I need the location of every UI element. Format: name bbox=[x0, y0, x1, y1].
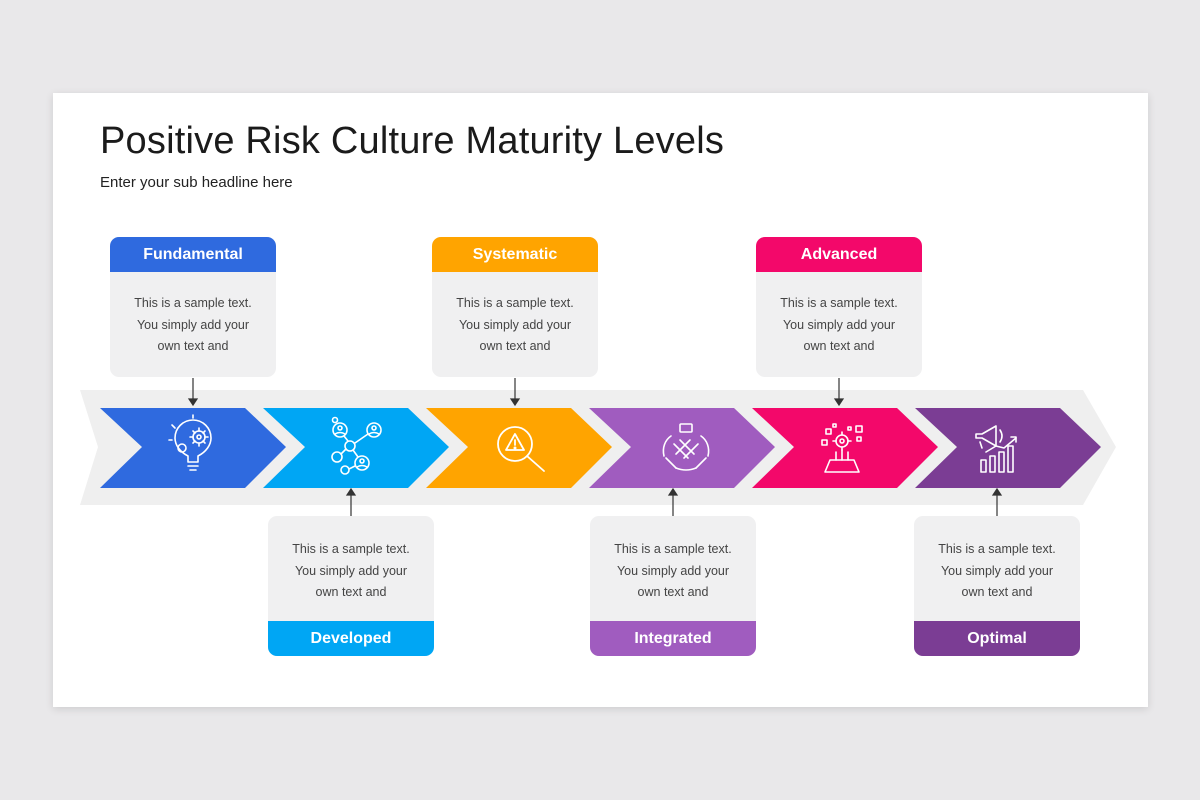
card-body: This is a sample text. You simply add yo… bbox=[134, 296, 252, 353]
chevron-developed bbox=[263, 408, 449, 488]
card-header: Integrated bbox=[590, 621, 756, 656]
card-optimal: This is a sample text. You simply add yo… bbox=[914, 516, 1080, 656]
card-body: This is a sample text. You simply add yo… bbox=[456, 296, 574, 353]
slide-title: Positive Risk Culture Maturity Levels bbox=[100, 120, 725, 162]
card-developed: This is a sample text. You simply add yo… bbox=[268, 516, 434, 656]
card-body: This is a sample text. You simply add yo… bbox=[938, 542, 1056, 599]
card-header: Fundamental bbox=[110, 237, 276, 272]
magnifier-warning-icon bbox=[497, 426, 545, 472]
card-systematic: Systematic This is a sample text. You si… bbox=[432, 237, 598, 377]
digital-gear-icon bbox=[821, 423, 863, 473]
megaphone-growth-chart-icon bbox=[975, 425, 1017, 473]
card-header: Optimal bbox=[914, 621, 1080, 656]
card-body: This is a sample text. You simply add yo… bbox=[292, 542, 410, 599]
card-body: This is a sample text. You simply add yo… bbox=[614, 542, 732, 599]
chevron-systematic bbox=[426, 408, 612, 488]
card-advanced: Advanced This is a sample text. You simp… bbox=[756, 237, 922, 377]
network-people-icon bbox=[331, 416, 382, 475]
chevron-fundamental bbox=[100, 408, 286, 488]
card-integrated: This is a sample text. You simply add yo… bbox=[590, 516, 756, 656]
card-header: Developed bbox=[268, 621, 434, 656]
teamwork-hands-icon bbox=[662, 423, 710, 471]
lightbulb-gear-icon bbox=[168, 414, 212, 471]
card-header: Advanced bbox=[756, 237, 922, 272]
card-fundamental: Fundamental This is a sample text. You s… bbox=[110, 237, 276, 377]
card-header: Systematic bbox=[432, 237, 598, 272]
card-body: This is a sample text. You simply add yo… bbox=[780, 296, 898, 353]
slide-subtitle: Enter your sub headline here bbox=[100, 174, 293, 191]
chevron-advanced bbox=[752, 408, 938, 488]
